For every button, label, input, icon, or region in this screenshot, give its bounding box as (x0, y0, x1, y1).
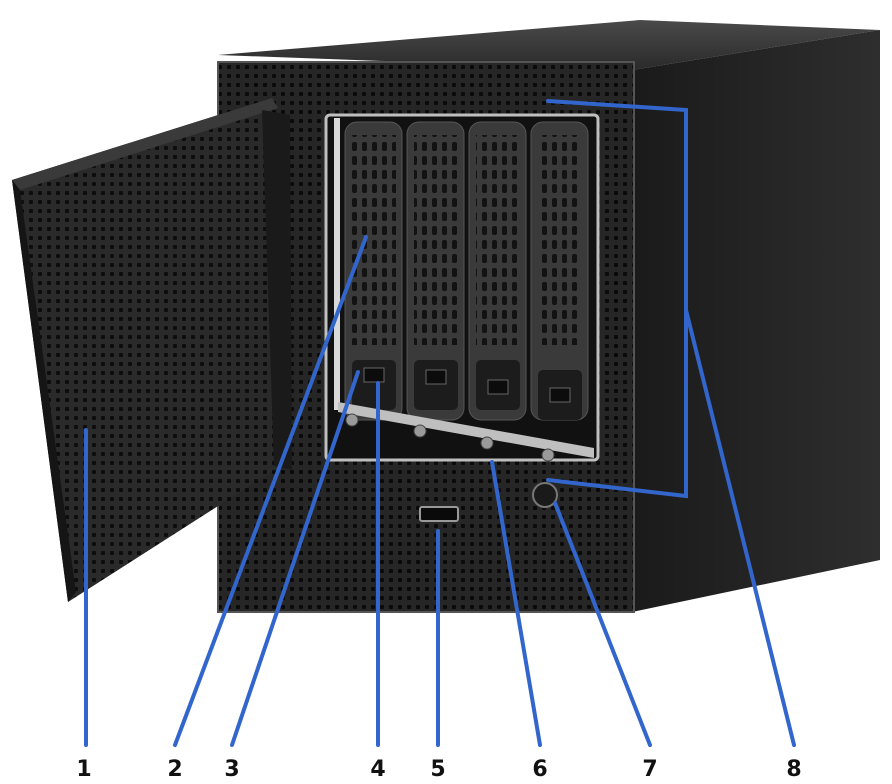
drive-led (413, 424, 427, 438)
usb-port[interactable] (419, 506, 459, 522)
callout-number-5: 5 (430, 757, 445, 782)
leader-lines (84, 99, 796, 747)
drive-led (345, 413, 359, 427)
leader-line-6 (490, 460, 542, 747)
callout-number-2: 2 (167, 757, 182, 782)
leader-line-8 (546, 99, 688, 499)
drive-tray[interactable] (468, 121, 527, 421)
drive-led (541, 448, 555, 462)
callout-number-7: 7 (642, 757, 657, 782)
drive-tray[interactable] (530, 121, 589, 421)
chassis-side (632, 30, 880, 612)
callout-number-6: 6 (532, 757, 547, 782)
leader-line-2 (173, 235, 368, 747)
power-button[interactable] (532, 482, 558, 508)
chassis-top (218, 20, 880, 70)
leader-line-3 (230, 370, 360, 747)
callout-number-1: 1 (76, 757, 91, 782)
drive-tray[interactable] (406, 121, 465, 421)
front-door[interactable] (12, 98, 290, 602)
leader-line-7 (553, 501, 652, 747)
callout-number-3: 3 (224, 757, 239, 782)
callout-number-8: 8 (786, 757, 801, 782)
drive-tray[interactable] (344, 121, 403, 421)
drive-led (480, 436, 494, 450)
callout-number-4: 4 (370, 757, 385, 782)
